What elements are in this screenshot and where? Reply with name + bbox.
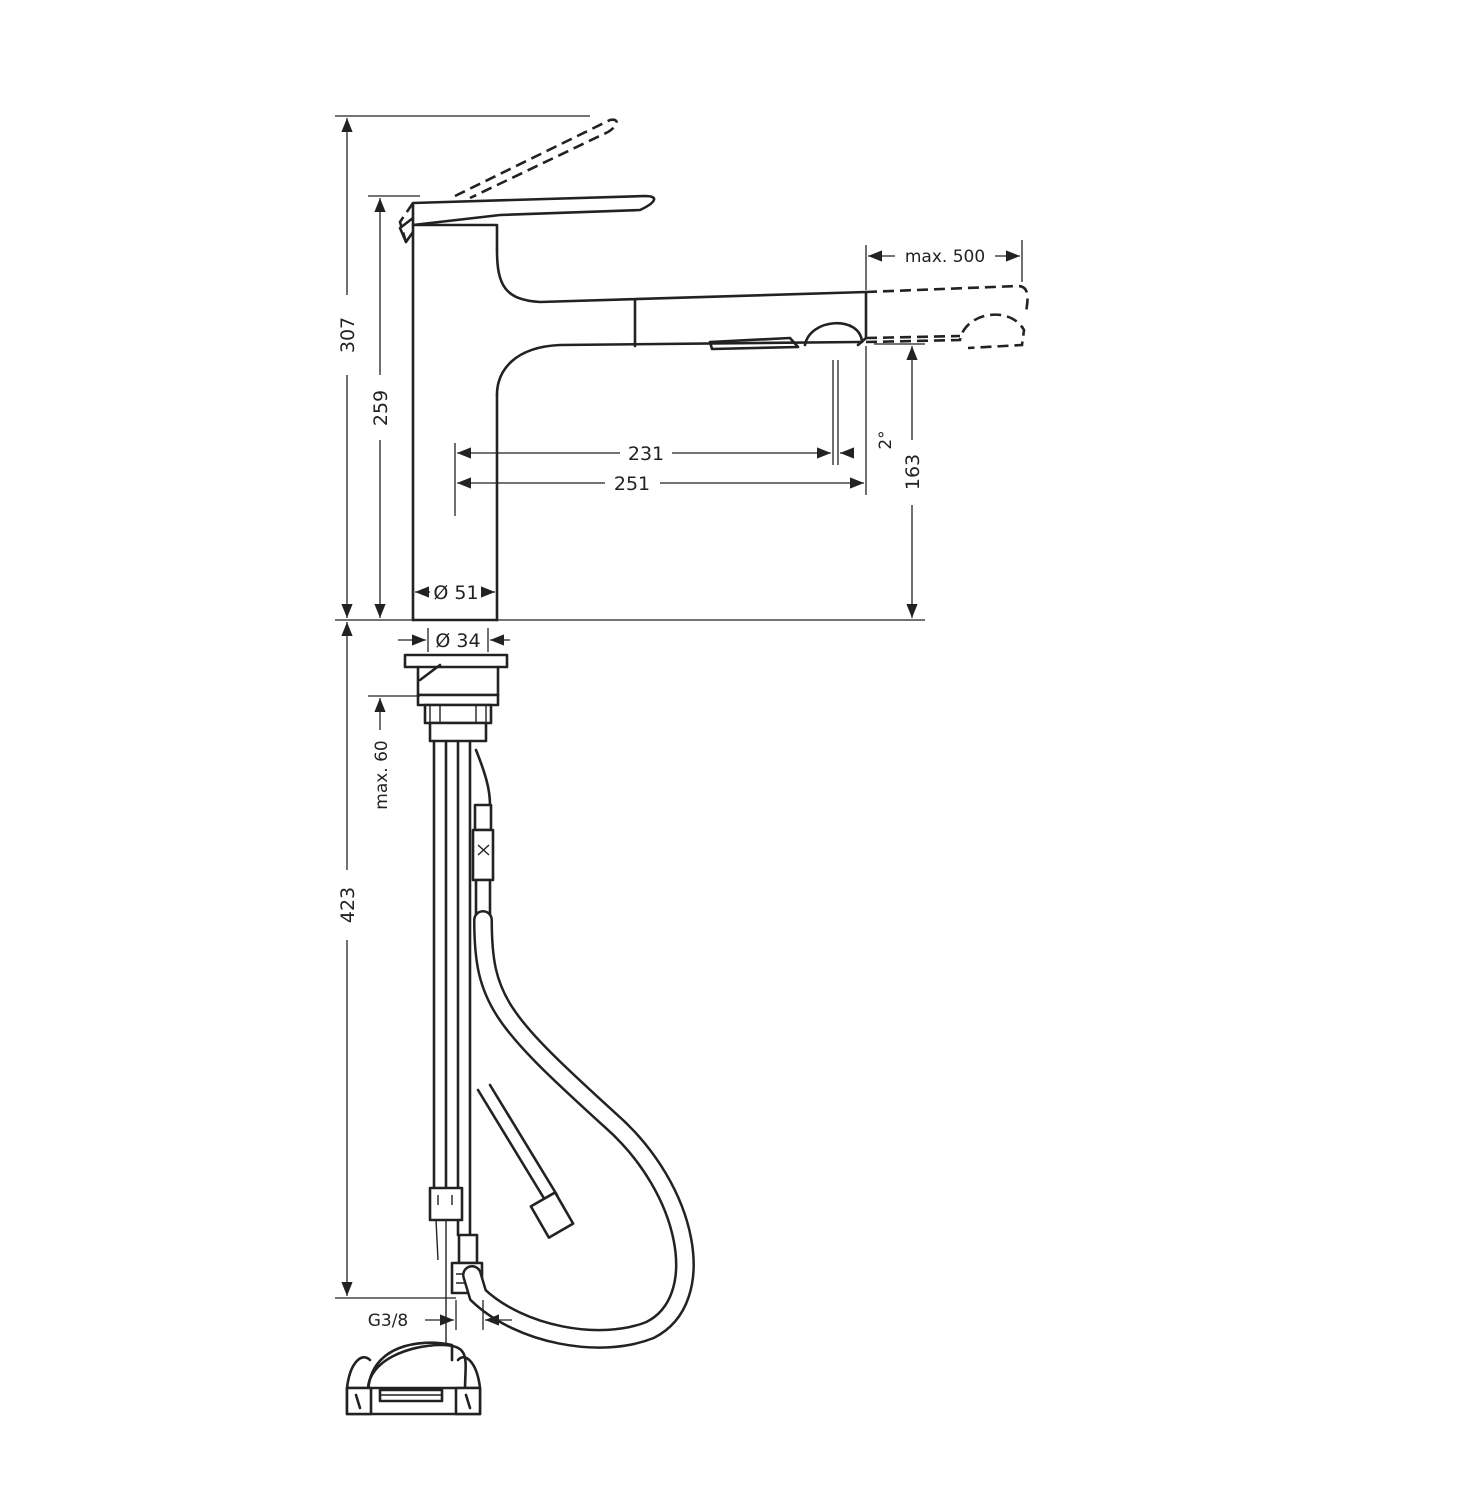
dim-body-diameter: Ø 51 [433,582,478,604]
dim-total-height: 307 [337,317,359,353]
spray-pullout-outline [865,284,1029,350]
dim-shank-diameter: Ø 34 [435,630,480,652]
dim-clearance: 163 [902,454,924,490]
dim-spout-height: 259 [370,390,392,426]
mounting-assembly [403,653,509,743]
hose-weight [345,1341,482,1416]
lever-raised-outline [398,118,618,243]
pullout-hose-loop [462,910,695,1349]
faucet-body [398,194,868,622]
dim-below-length: 423 [337,887,359,923]
dimension-lines [335,115,1023,1330]
dim-max-thickness: max. 60 [372,740,392,809]
dim-reach-251: 251 [614,473,650,495]
dimension-labels: 307 259 163 423 max. 60 2° 231 251 max. … [337,247,985,1331]
dim-angle: 2° [876,430,896,449]
supply-pipes [428,739,575,1350]
dim-reach-231: 231 [628,443,664,465]
dim-thread: G3/8 [368,1311,409,1331]
dim-pullout: max. 500 [905,247,985,267]
